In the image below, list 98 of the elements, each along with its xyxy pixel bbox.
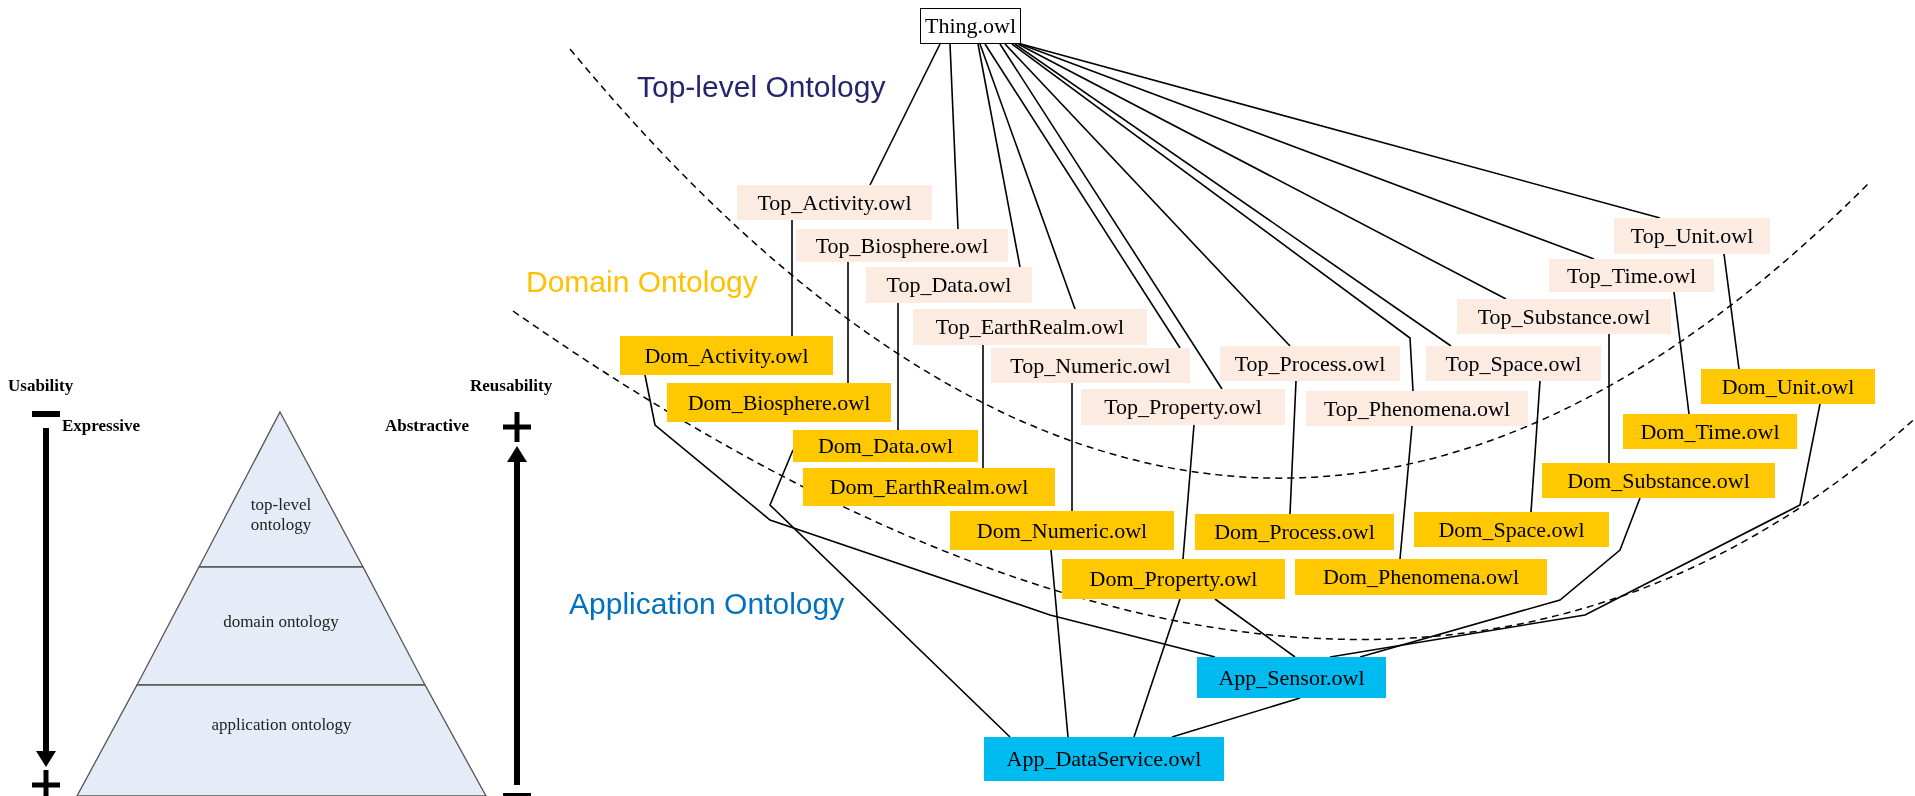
layer-label: domain ontology (222, 612, 340, 632)
connector-line (644, 374, 1216, 658)
domain-ontology-box (1623, 414, 1797, 449)
ontology-name: Dom_Property.owl (1089, 566, 1258, 592)
connector-line (949, 43, 959, 230)
top-level-ontology-box (1614, 218, 1770, 254)
axis-title: Reusability (470, 376, 553, 396)
domain-ontology-box (803, 468, 1055, 506)
scale-label: Expressive (62, 416, 141, 436)
pyramid-layer (137, 567, 425, 685)
ontology-name: Top_Unit.owl (1630, 223, 1754, 249)
ontology-name: Dom_Time.owl (1640, 418, 1780, 445)
connector-line (869, 43, 941, 186)
connector-line (1017, 43, 1507, 300)
ontology-name: Dom_Biosphere.owl (687, 389, 871, 416)
top-level-ontology-box (1306, 391, 1528, 426)
layer-label: application ontology (210, 715, 353, 735)
connector-line (1020, 43, 1661, 219)
ontology-name: Dom_Substance.owl (1567, 467, 1750, 494)
ontology-name: Top_Substance.owl (1477, 303, 1651, 330)
top-level-ontology-box (866, 267, 1032, 303)
top-level-ontology-box (1426, 346, 1601, 381)
ontology-name: Dom_Process.owl (1214, 519, 1375, 545)
connector-line (1071, 382, 1073, 512)
top-level-ontology-box (1457, 299, 1671, 334)
ontology-name: Top_Space.owl (1445, 350, 1582, 377)
top-level-ontology-box (1220, 346, 1400, 381)
top-level-ontology-box (991, 348, 1190, 383)
region-title: Top-level Ontology (637, 70, 886, 104)
region-title: Application Ontology (569, 587, 845, 621)
connector-line (977, 43, 1021, 268)
connector-line (847, 261, 849, 384)
scale-label: Abstractive (385, 416, 470, 436)
ontology-name: Top_Process.owl (1234, 350, 1386, 377)
ontology-name: Top_Numeric.owl (1010, 352, 1171, 379)
ontology-name: Top_Property.owl (1104, 394, 1262, 420)
ontology-name: Top_EarthRealm.owl (935, 314, 1125, 340)
ontology-name: Top_Time.owl (1566, 262, 1697, 289)
domain-ontology-box (1701, 369, 1875, 404)
ontology-name: App_DataService.owl (1006, 746, 1202, 772)
connector-line (1019, 43, 1595, 260)
connector-line (1723, 253, 1740, 370)
connector-line (979, 43, 1076, 310)
domain-ontology-box (667, 383, 891, 422)
ontology-name: Top_Activity.owl (757, 189, 912, 216)
top-level-ontology-box (1549, 259, 1714, 292)
application-ontology-box (984, 737, 1224, 781)
top-level-ontology-box (796, 229, 1008, 262)
connector-line (1530, 380, 1541, 513)
top-level-ontology-box (737, 185, 932, 220)
connector-line (897, 302, 899, 431)
layer-label: top-level ontology (249, 495, 313, 535)
connector-line (1133, 598, 1181, 738)
connector-line (1289, 380, 1297, 515)
ontology-name: Dom_Activity.owl (644, 342, 809, 369)
pyramid-layer (77, 685, 486, 796)
ontology-name: Top_Data.owl (886, 272, 1012, 298)
connector-line (1673, 291, 1690, 415)
connector-line (1182, 424, 1195, 560)
connector-line (1399, 425, 1413, 560)
ontology-name: Thing.owl (924, 13, 1017, 39)
domain-ontology-box (1195, 514, 1394, 550)
connector-line (1014, 43, 1452, 347)
domain-ontology-box (1062, 559, 1285, 599)
ontology-name: Dom_Unit.owl (1721, 373, 1855, 400)
axis-title: Usability (8, 376, 74, 396)
ontology-name: Dom_Phenomena.owl (1322, 564, 1520, 590)
application-ontology-box (1197, 657, 1386, 698)
connector-line (982, 344, 984, 469)
connector-line (769, 449, 1011, 738)
connector-line (999, 43, 1223, 390)
top-level-ontology-box (913, 309, 1147, 345)
ontology-name: Top_Phenomena.owl (1323, 395, 1510, 422)
ontology-name: Dom_Numeric.owl (976, 517, 1148, 544)
region-title: Domain Ontology (526, 265, 758, 299)
domain-ontology-box (620, 336, 833, 375)
connector-line (1050, 549, 1069, 738)
ontology-name: Dom_Data.owl (818, 433, 953, 459)
connector-line (1011, 43, 1414, 392)
domain-ontology-box (1414, 512, 1609, 547)
ontology-name: Dom_EarthRealm.owl (829, 474, 1029, 500)
connector-line (1171, 697, 1301, 738)
ontology-name: App_Sensor.owl (1218, 664, 1365, 691)
domain-ontology-box (950, 511, 1174, 550)
connector-line (1214, 598, 1296, 658)
connector-line (1359, 497, 1641, 658)
connector-line (1004, 43, 1291, 347)
connector-line (984, 43, 1181, 349)
ontology-name: Top_Biosphere.owl (815, 232, 989, 259)
connector-line (791, 219, 793, 337)
domain-ontology-box (793, 430, 978, 462)
domain-ontology-box (1542, 463, 1775, 498)
connector-line (1329, 403, 1821, 658)
connector-line (1608, 333, 1610, 464)
domain-ontology-box (1295, 559, 1547, 595)
ontology-name: Dom_Space.owl (1438, 516, 1585, 543)
top-level-ontology-box (1081, 389, 1285, 425)
pyramid-layer (199, 412, 363, 567)
